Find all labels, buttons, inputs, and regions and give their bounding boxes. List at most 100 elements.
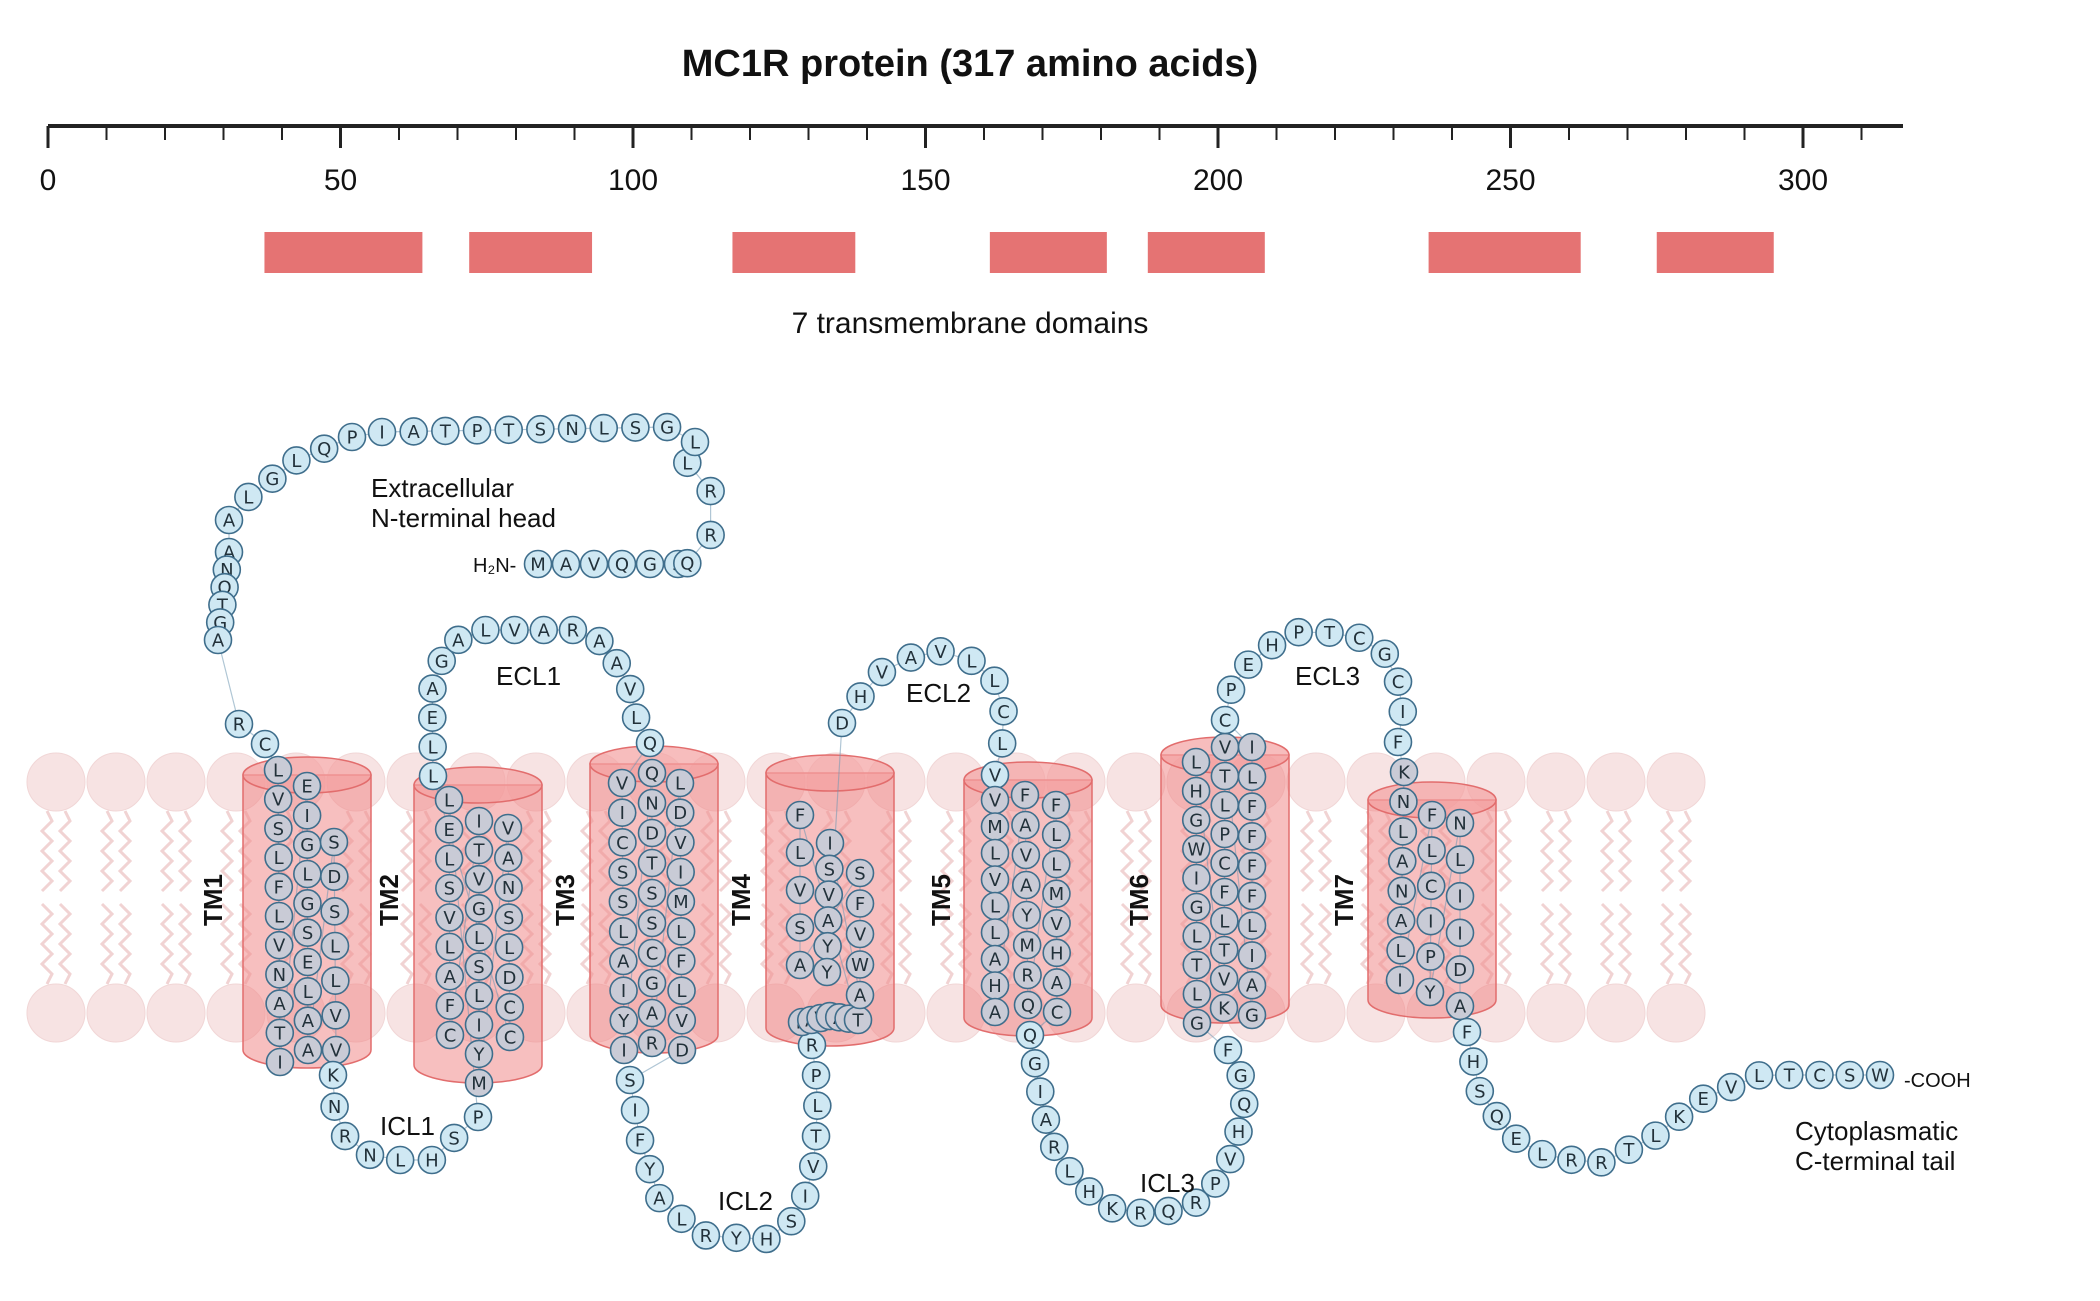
residue-letter: L — [274, 848, 284, 869]
residue-circle — [621, 413, 650, 442]
residue: E — [293, 947, 322, 977]
residue-circle — [558, 615, 588, 645]
residue-letter: V — [1218, 970, 1231, 991]
residue-letter: R — [1048, 1137, 1061, 1158]
residue: I — [265, 1047, 295, 1077]
residue: P — [1216, 675, 1246, 705]
residue: V — [845, 919, 875, 949]
residue: V — [667, 1006, 697, 1035]
residue: D — [495, 962, 524, 992]
residue-letter: H — [1232, 1122, 1246, 1143]
residue: W — [1865, 1060, 1895, 1090]
residue-letter: T — [1218, 767, 1231, 788]
residue-letter: V — [823, 885, 836, 906]
residue-letter: H — [425, 1151, 439, 1172]
lipid-tail — [1617, 810, 1633, 893]
n-head-label-line1: Extracellular — [371, 473, 514, 503]
residue-circle — [635, 549, 665, 579]
residue-circle — [263, 784, 293, 814]
lipid-tail — [1557, 810, 1573, 893]
residue-letter: P — [1293, 623, 1304, 644]
residue-letter: E — [1510, 1129, 1521, 1150]
residue-circle — [435, 873, 464, 903]
residue: F — [1210, 877, 1239, 907]
residue-letter: I — [1249, 738, 1254, 759]
residue-letter: F — [1247, 886, 1257, 907]
residue: I — [609, 1035, 639, 1065]
residue-letter: Q — [615, 555, 629, 576]
residue-circle — [637, 788, 667, 818]
residue: F — [1237, 851, 1267, 881]
residue-letter: C — [1392, 672, 1405, 693]
residue-letter: I — [1428, 912, 1433, 933]
residue-letter: V — [876, 663, 889, 684]
residue-circle — [752, 1224, 781, 1254]
residue-letter: D — [502, 968, 516, 989]
residue: Y — [1012, 900, 1042, 930]
residue: I — [1182, 863, 1211, 893]
residue: T — [1182, 950, 1212, 980]
residue: A — [896, 643, 926, 672]
ruler-tick-label: 50 — [324, 164, 357, 197]
lipid-tail — [177, 810, 193, 893]
residue: I — [1445, 881, 1475, 911]
residue-letter: Y — [821, 937, 834, 958]
residue-letter: A — [822, 911, 835, 932]
residue-circle — [526, 414, 555, 444]
residue-circle — [673, 548, 702, 578]
residue: K — [1664, 1102, 1694, 1132]
residue-circle — [1805, 1060, 1834, 1090]
cylinder-top — [765, 754, 895, 792]
residue-letter: I — [827, 834, 832, 855]
residue-letter: V — [1224, 1150, 1237, 1171]
residue: R — [1126, 1198, 1155, 1228]
residue: L — [980, 666, 1009, 696]
lipid-tail — [219, 902, 235, 985]
residue: H — [980, 971, 1010, 1000]
residue-letter: P — [1425, 947, 1436, 968]
residue-circle — [1209, 993, 1239, 1023]
residue: S — [319, 827, 349, 857]
residue: G — [1181, 805, 1211, 835]
residue: E — [1233, 650, 1263, 679]
residue-letter: Y — [1424, 983, 1437, 1004]
residue-circle — [1315, 618, 1344, 647]
residue: I — [1445, 918, 1475, 948]
residue: T — [1774, 1060, 1804, 1090]
residue: F — [1213, 1035, 1243, 1065]
lipid-tail — [897, 810, 913, 893]
residue-letter: H — [1265, 636, 1279, 657]
residue: C — [250, 729, 280, 759]
ecl2-label: ECL2 — [906, 678, 971, 708]
residue-circle — [667, 1204, 696, 1234]
lipid-head — [26, 983, 86, 1043]
residue: F — [1237, 822, 1267, 851]
residue-letter: L — [599, 419, 609, 440]
lipid-head — [1286, 752, 1346, 812]
residue-letter: C — [997, 702, 1010, 723]
residue: E — [1688, 1084, 1718, 1113]
residue-letter: F — [635, 1131, 645, 1152]
residue-letter: L — [504, 938, 514, 959]
residue-letter: A — [593, 632, 606, 653]
residue: F — [785, 800, 815, 830]
residue-circle — [980, 666, 1009, 696]
residue-letter: I — [621, 1041, 626, 1062]
lipid-head — [1646, 983, 1706, 1043]
domain-bar-tm3 — [732, 232, 856, 273]
residue-circle — [1226, 1061, 1255, 1090]
residue: L — [589, 413, 619, 443]
residue: T — [637, 848, 667, 878]
residue: L — [667, 976, 696, 1005]
residue: E — [1501, 1124, 1531, 1153]
residue-letter: V — [676, 1011, 689, 1032]
residue: V — [1716, 1072, 1746, 1102]
residue-circle — [320, 931, 350, 961]
residue-letter: V — [273, 936, 286, 957]
residue-circle — [812, 957, 842, 987]
residue-circle — [798, 1152, 828, 1181]
residue-letter: R — [1565, 1150, 1578, 1171]
residue: I — [367, 417, 397, 447]
residue-letter: N — [645, 794, 658, 815]
lipid-tail — [1317, 902, 1333, 985]
